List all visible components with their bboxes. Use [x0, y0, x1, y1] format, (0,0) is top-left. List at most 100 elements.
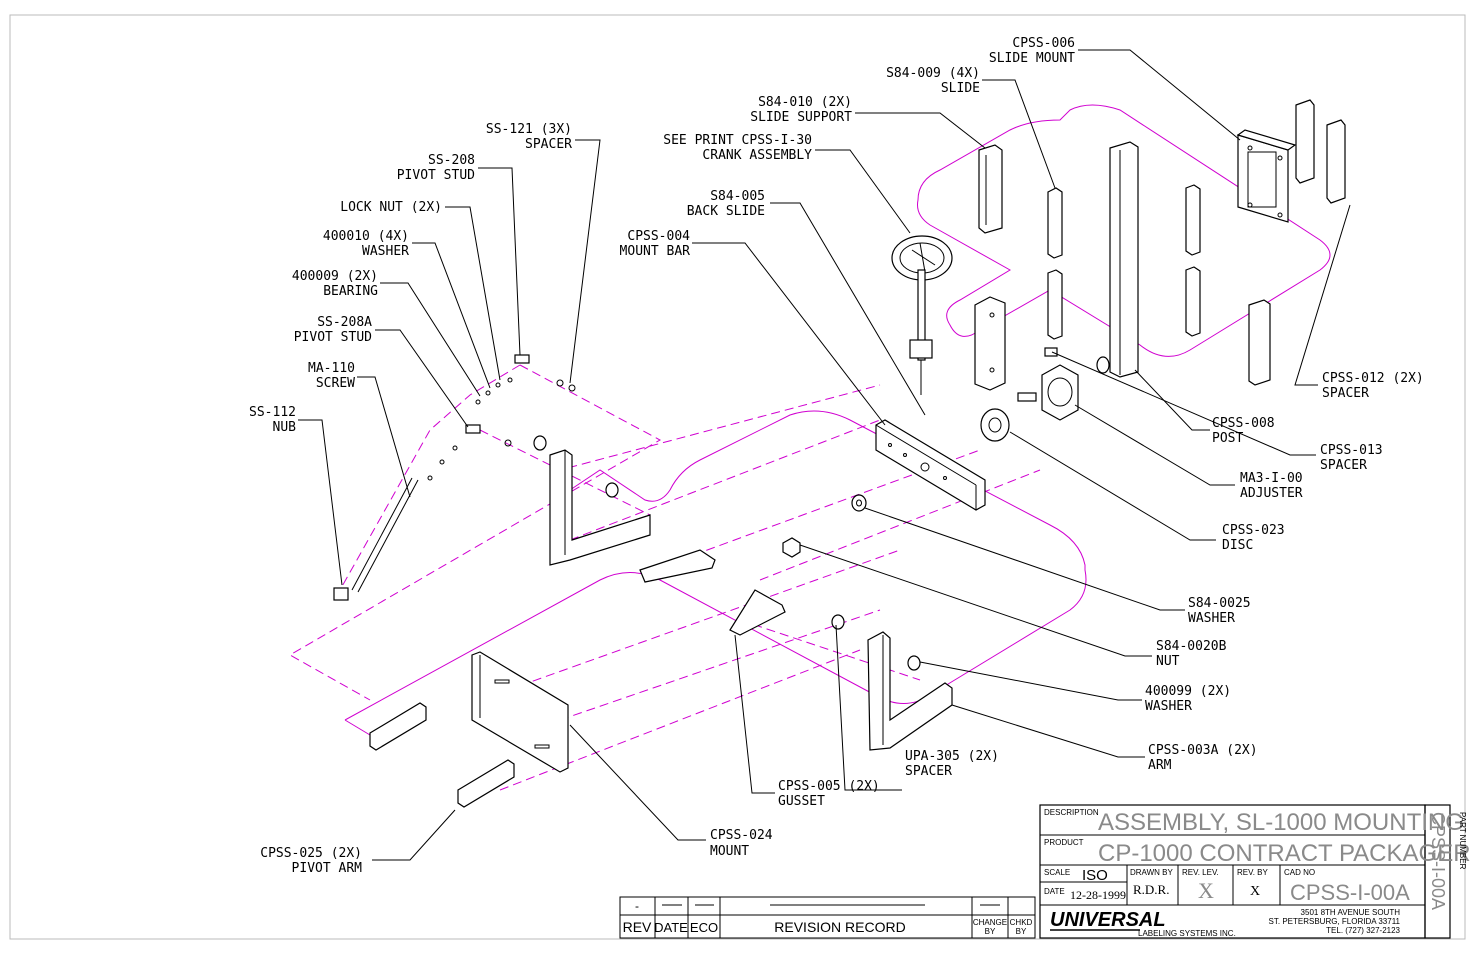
- post-part: [1096, 141, 1139, 378]
- callout-crank-l2: CRANK ASSEMBLY: [702, 148, 812, 163]
- slide-support-part: [974, 144, 1006, 391]
- callout-w400099-l2: WASHER: [1145, 699, 1192, 714]
- date-label: DATE: [1044, 887, 1065, 896]
- callout-s84005-l1: S84-005: [710, 189, 765, 204]
- callout-w400010-l1: 400010 (4X): [323, 229, 409, 244]
- rev-by-value: X: [1250, 884, 1260, 899]
- disc-part: [980, 408, 1010, 442]
- callout-ss121-l1: SS-121 (3X): [486, 122, 572, 137]
- callout-cpss013-l1: CPSS-013: [1320, 443, 1383, 458]
- product-value: CP-1000 CONTRACT PACKAGER: [1098, 840, 1471, 867]
- hardware-part: [333, 354, 576, 601]
- callout-cpss004-l2: MOUNT BAR: [620, 244, 691, 259]
- scale-label: SCALE: [1044, 868, 1070, 877]
- callout-ss208a-l1: SS-208A: [317, 315, 372, 330]
- callout-cpss012-l1: CPSS-012 (2X): [1322, 371, 1424, 386]
- rev-header: REV: [623, 919, 652, 935]
- rev-value: -: [635, 899, 639, 913]
- drawn-by-value: R.D.R.: [1133, 882, 1169, 897]
- company-logo: UNIVERSAL: [1050, 909, 1166, 931]
- rev-lev-value: X: [1198, 878, 1214, 903]
- callout-s84009-l2: SLIDE: [941, 81, 980, 96]
- spacer-cpss-012-part: [1248, 99, 1346, 386]
- callout-cpss003a-l1: CPSS-003A (2X): [1148, 743, 1258, 758]
- arm-left-part: [549, 449, 651, 566]
- title-block: DESCRIPTION ASSEMBLY, SL-1000 MOUNTING P…: [1039, 804, 1471, 939]
- leader-lines: [298, 49, 1351, 861]
- scale-value: ISO: [1082, 867, 1108, 884]
- phone: TEL. (727) 327-2123: [1326, 926, 1400, 935]
- callout-cpss012-l2: SPACER: [1322, 386, 1369, 401]
- callout-cpss025-l2: PIVOT ARM: [292, 861, 363, 876]
- callout-ss208-l1: SS-208: [428, 153, 475, 168]
- chkd-by-1: CHKD: [1010, 918, 1033, 927]
- address-line-1: 3501 8TH AVENUE SOUTH: [1301, 908, 1401, 917]
- drawn-by-label: DRAWN BY: [1130, 868, 1173, 877]
- callout-ss112-l2: NUB: [273, 420, 297, 435]
- part-number-value: CPSS-I-00A: [1428, 812, 1448, 910]
- nut-part: [782, 537, 801, 558]
- callout-cpss006-l2: SLIDE MOUNT: [989, 51, 1075, 66]
- callout-s84010-l2: SLIDE SUPPORT: [750, 110, 852, 125]
- adjuster-part: [1017, 347, 1079, 421]
- callout-cpss025-l1: CPSS-025 (2X): [260, 846, 362, 861]
- callout-ss208-l2: PIVOT STUD: [397, 168, 475, 183]
- callout-ss208a-l2: PIVOT STUD: [294, 330, 372, 345]
- company-name: LABELING SYSTEMS INC.: [1138, 929, 1236, 938]
- rev-lev-label: REV. LEV.: [1182, 868, 1219, 877]
- callout-ma3-l1: MA3-I-00: [1240, 471, 1303, 486]
- callout-s840020b-l2: NUT: [1156, 654, 1180, 669]
- cad-no-label: CAD NO: [1284, 868, 1315, 877]
- revision-record-title: REVISION RECORD: [774, 919, 905, 935]
- callout-cpss008-l1: CPSS-008: [1212, 416, 1275, 431]
- callout-w400099-l1: 400099 (2X): [1145, 684, 1231, 699]
- date-header: DATE: [654, 920, 688, 935]
- revision-record: - REV DATE ECO REVISION RECORD CHANGE BY…: [619, 896, 1036, 939]
- callout-cpss005-l2: GUSSET: [778, 794, 825, 809]
- callout-cpss004-l1: CPSS-004: [627, 229, 690, 244]
- crank-assembly-part: [891, 235, 953, 395]
- callout-ss112-l1: SS-112: [249, 405, 296, 420]
- callout-cpss008-l2: POST: [1212, 431, 1243, 446]
- callout-upa305-l1: UPA-305 (2X): [905, 749, 999, 764]
- mount-bar-part: [875, 419, 986, 511]
- pivot-arm-part: [369, 702, 515, 808]
- callout-locknut-l1: LOCK NUT (2X): [340, 200, 442, 215]
- slide-part: [1047, 184, 1201, 340]
- description-label: DESCRIPTION: [1044, 808, 1099, 817]
- callout-cpss023-l2: DISC: [1222, 538, 1253, 553]
- callout-ss121-l2: SPACER: [525, 137, 572, 152]
- product-label: PRODUCT: [1044, 838, 1084, 847]
- rev-by-label: REV. BY: [1237, 868, 1268, 877]
- change-by-1: CHANGE: [973, 918, 1007, 927]
- cad-no-value: CPSS-I-00A: [1290, 880, 1410, 905]
- gusset-part: [639, 549, 786, 636]
- callout-cpss024-l1: CPSS-024: [710, 828, 773, 843]
- callout-cpss005-l1: CPSS-005 (2X): [778, 779, 880, 794]
- slide-mount-part: [1236, 129, 1297, 223]
- callout-s84009-l1: S84-009 (4X): [886, 66, 980, 81]
- callout-cpss006-l1: CPSS-006: [1012, 36, 1075, 51]
- description-value: ASSEMBLY, SL-1000 MOUNTING: [1098, 809, 1464, 836]
- date-value: 12-28-1999: [1070, 888, 1126, 902]
- callout-s840025-l1: S84-0025: [1188, 596, 1251, 611]
- arm-right-part: [867, 631, 953, 751]
- address-line-2: ST. PETERSBURG, FLORIDA 33711: [1269, 917, 1401, 926]
- washer-part: [533, 435, 921, 671]
- callout-crank-l1: SEE PRINT CPSS-I-30: [663, 133, 812, 148]
- mount-part: [471, 651, 569, 773]
- part-number-label: PART NUMBER: [1458, 812, 1467, 870]
- chkd-by-2: BY: [1016, 927, 1027, 936]
- callout-cpss013-l2: SPACER: [1320, 458, 1367, 473]
- callout-w400010-l2: WASHER: [362, 244, 409, 259]
- callout-cpss003a-l2: ARM: [1148, 758, 1172, 773]
- callout-s84005-l2: BACK SLIDE: [687, 204, 765, 219]
- callout-ma110-l1: MA-110: [308, 361, 355, 376]
- callout-ma3-l2: ADJUSTER: [1240, 486, 1303, 501]
- callout-b400009-l1: 400009 (2X): [292, 269, 378, 284]
- callout-s84010-l1: S84-010 (2X): [758, 95, 852, 110]
- eco-header: ECO: [690, 920, 718, 935]
- logo-wordmark: UNIVERSAL: [1050, 909, 1166, 931]
- callout-b400009-l2: BEARING: [323, 284, 378, 299]
